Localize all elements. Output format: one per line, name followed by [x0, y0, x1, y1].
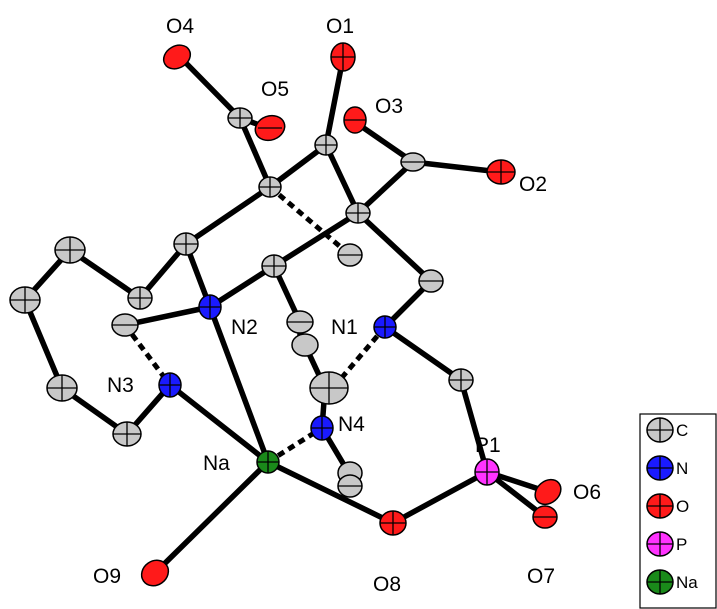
- bond-na-o9: [152, 459, 271, 576]
- hbond-c-c: [268, 185, 352, 257]
- bond-c-o2: [410, 159, 503, 175]
- bond-c-c4: [183, 184, 273, 247]
- bond-c-ca: [237, 115, 273, 190]
- hbond-c-n3: [123, 323, 172, 387]
- oxygen-atom-o4: [162, 44, 192, 70]
- bond-o3-c: [352, 119, 416, 165]
- legend-label-p: P: [676, 535, 687, 554]
- bonds: [22, 55, 551, 576]
- legend-item-c: C: [646, 417, 688, 443]
- legend-item-p: P: [646, 531, 687, 557]
- carbon-atom: [291, 333, 319, 357]
- bond-n2-na: [207, 304, 271, 465]
- bond-na-o8: [265, 459, 396, 526]
- bond-c-p1: [458, 377, 490, 475]
- bond-c-c11: [22, 297, 65, 391]
- bond-o1-c: [323, 55, 346, 148]
- legend-item-o: O: [646, 493, 689, 519]
- bond-o4-c: [180, 57, 243, 121]
- bond-c-c: [267, 142, 329, 190]
- bond-o8-p1: [390, 469, 490, 526]
- legend-item-n: N: [646, 455, 688, 481]
- label-na: Na: [203, 452, 230, 475]
- label-n2: N2: [231, 316, 258, 339]
- bond-c-c5: [271, 210, 361, 269]
- label-o8: O8: [373, 573, 401, 596]
- label-p1: P1: [475, 434, 501, 457]
- legend-label-o: O: [676, 497, 689, 516]
- legend-item-na: Na: [646, 569, 698, 595]
- label-n3: N3: [107, 374, 134, 397]
- legend-label-n: N: [676, 459, 688, 478]
- bond-c-n2b: [207, 263, 277, 310]
- oxygen-atom-o9: [140, 559, 170, 587]
- label-o9: O9: [93, 565, 121, 588]
- label-n4: N4: [338, 413, 365, 436]
- atom-labels: O4 O1 O5 O3 O2 N2 N1 N3 N4 Na P1 O6 O9 O…: [93, 15, 601, 596]
- bond-c-c2: [323, 142, 361, 216]
- bond-n3-na: [167, 382, 271, 465]
- label-o5: O5: [261, 78, 289, 101]
- oxygen-atom-o6: [534, 478, 562, 506]
- legend-label-c: C: [676, 421, 688, 440]
- label-o3: O3: [375, 95, 403, 118]
- label-o6: O6: [573, 481, 601, 504]
- octant-lines: [10, 43, 557, 535]
- label-o1: O1: [326, 15, 354, 38]
- label-o2: O2: [519, 173, 547, 196]
- legend-label-na: Na: [676, 573, 698, 592]
- bond-c-c3: [355, 159, 416, 216]
- bond-c-c6: [355, 210, 434, 284]
- bond-n2-c: [122, 304, 213, 328]
- label-n1: N1: [331, 316, 358, 339]
- label-o7: O7: [527, 565, 555, 588]
- bond-n1-c: [382, 324, 464, 383]
- label-o4: O4: [166, 15, 194, 38]
